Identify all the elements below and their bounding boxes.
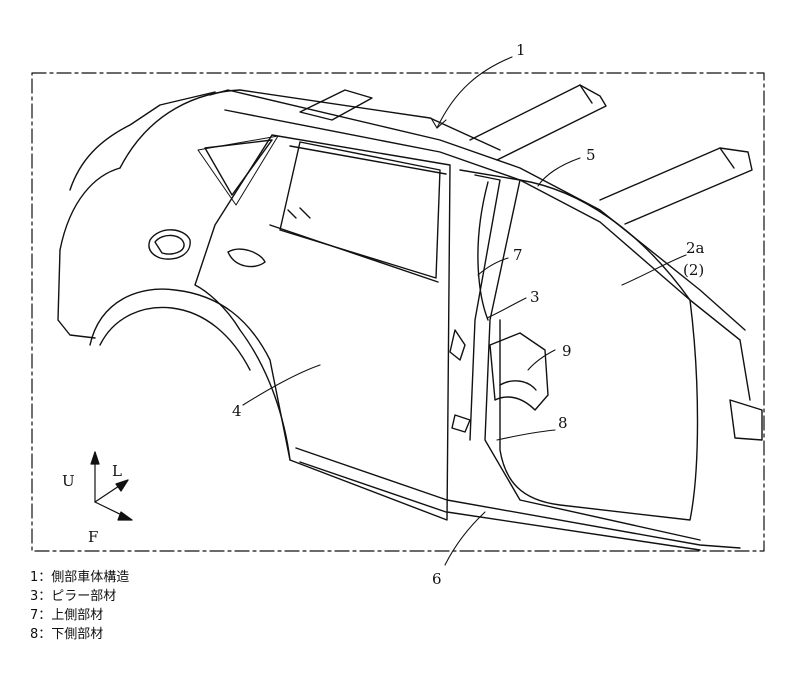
rear-wheel-arch: [89, 229, 291, 461]
callout-7: 7: [513, 246, 523, 264]
callout-8: 8: [558, 414, 568, 432]
callout-5: 5: [586, 146, 596, 164]
pillar-member: [449, 169, 751, 541]
axis-indicator: [90, 451, 133, 521]
callout-6: 6: [432, 570, 442, 588]
legend: 1：側部車体構造 3：ピラー部材 7：上側部材 8：下側部材: [30, 568, 129, 644]
roof-crossmembers: [299, 84, 753, 225]
callout-9: 9: [562, 342, 572, 360]
dash-dot-frame: [31, 72, 765, 552]
legend-item: 8：下側部材: [30, 627, 104, 642]
callout-2: (2): [683, 261, 704, 279]
axis-label-front: F: [88, 528, 98, 546]
legend-item: 7：上側部材: [30, 608, 104, 623]
axis-label-left: L: [112, 462, 122, 480]
callout-4: 4: [232, 402, 242, 420]
bracket-member: [489, 332, 549, 411]
callout-1: 1: [516, 41, 526, 59]
body-outline: [57, 89, 746, 341]
callout-2a: 2a: [686, 239, 705, 257]
side-sill: [446, 399, 763, 551]
legend-item: 3：ピラー部材: [30, 589, 117, 604]
legend-item: 1：側部車体構造: [30, 570, 130, 585]
leader-lines: [242, 56, 687, 566]
callout-3: 3: [530, 288, 540, 306]
axis-label-up: U: [62, 472, 75, 490]
